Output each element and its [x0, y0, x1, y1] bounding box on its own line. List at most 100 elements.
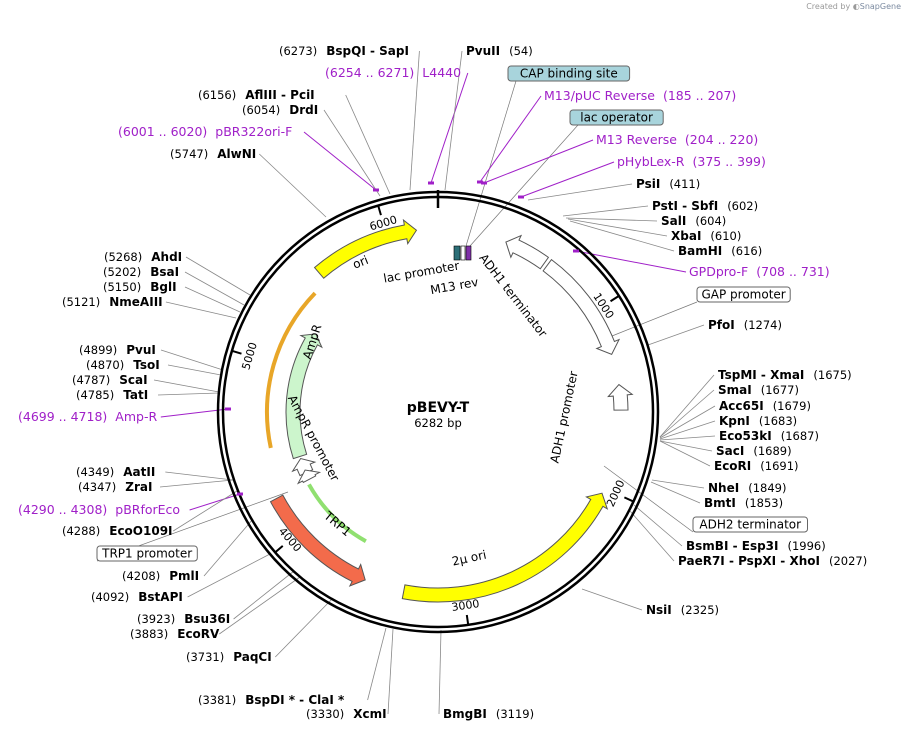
- primer-range: (4290 .. 4308): [18, 502, 107, 517]
- primer-name: M13 Reverse: [596, 132, 677, 147]
- site-leader: [387, 628, 394, 715]
- feature-arrow-trp1: [269, 494, 366, 587]
- primer-leader: [479, 95, 542, 183]
- site-leader: [187, 553, 271, 598]
- feature-arrow-ampr-promoter: [291, 457, 317, 477]
- primer-label-amp-r: (4699 .. 4718) Amp-R: [18, 409, 157, 424]
- trp1-highlight-arc: [307, 483, 367, 543]
- site-name: BstAPI: [138, 590, 183, 604]
- feature-arrow-ori: [313, 218, 418, 279]
- site-label-bsai: (5202)BsaI: [103, 265, 179, 279]
- site-leader: [157, 392, 220, 396]
- credit-brand: SnapGene: [859, 2, 901, 11]
- site-leader-lines: [96, 50, 716, 715]
- site-position: (1675): [813, 368, 851, 382]
- feature-box-label-adh2-terminator: ADH2 terminator: [699, 518, 801, 532]
- feature-box-lac-operator: [569, 109, 664, 126]
- site-name: AflIII - PciI: [245, 88, 314, 102]
- credit-prefix: Created by: [806, 2, 851, 11]
- feature-arrow-adh1-terminator: [505, 234, 550, 270]
- site-name: PmlI: [169, 569, 199, 583]
- site-name: XbaI: [671, 229, 701, 243]
- site-leader: [233, 570, 295, 620]
- site-name: Bsu36I: [184, 612, 230, 626]
- ruler-tick: [465, 614, 470, 626]
- feature-box-label-cap-binding-site: CAP binding site: [520, 67, 618, 81]
- site-leader: [167, 364, 222, 376]
- feature-label-trp1: TRP1: [321, 508, 354, 539]
- site-label-bspdi-clai: (3381)BspDI * - ClaI *: [198, 693, 345, 707]
- site-position: (4787): [72, 373, 110, 387]
- site-name: DrdI: [289, 103, 318, 117]
- site-leader: [629, 510, 675, 562]
- snapgene-credit: Created by ◐SnapGene: [806, 2, 901, 11]
- site-label-tati: (4785) TatI: [76, 388, 148, 402]
- site-leader: [203, 518, 254, 577]
- primer-label-pbr322ori-f: (6001 .. 6020)pBR322ori-F: [118, 124, 292, 139]
- feature-arrow-adh2-terminator: [607, 383, 634, 411]
- site-label-bamhi: BamHI(616): [678, 244, 762, 258]
- feature-arrow-ampr: [285, 333, 323, 460]
- site-name: PvuII: [466, 44, 500, 58]
- feature-box-adh2-terminator: [692, 516, 808, 533]
- primer-range: (4699 .. 4718): [18, 409, 107, 424]
- site-position: (6054): [242, 103, 280, 117]
- ruler-tick: [231, 349, 242, 355]
- site-position: (1689): [753, 444, 791, 458]
- ruler-tick: [377, 205, 382, 216]
- site-name: BsmBI - Esp3I: [686, 539, 778, 553]
- primer-name: Amp-R: [115, 409, 157, 424]
- site-name: BspDI * - ClaI *: [245, 693, 345, 707]
- site-name: BmgBI: [443, 707, 487, 721]
- boxed-feature-leader: [469, 124, 579, 247]
- site-leader: [345, 94, 391, 195]
- site-label-xbai: XbaI(610): [671, 229, 741, 243]
- site-leader: [160, 349, 224, 371]
- site-position: (5268): [104, 250, 142, 264]
- primer-range: (204 .. 220): [685, 132, 758, 147]
- site-position: (6273): [279, 44, 317, 58]
- site-name: SacI: [716, 444, 744, 458]
- site-label-xcmi: (3330)XcmI: [306, 707, 387, 721]
- site-position: (4899): [79, 343, 117, 357]
- site-name: NheI: [708, 481, 739, 495]
- primer-mark: [428, 181, 434, 185]
- site-name: BsaI: [150, 265, 179, 279]
- site-leader: [659, 440, 713, 452]
- site-label-nmeaiii: (5121)NmeAIII: [62, 295, 163, 309]
- site-position: (4785): [76, 388, 114, 402]
- feature-arrow-adh1-promoter: [542, 258, 621, 355]
- primer-range: (375 .. 399): [692, 154, 765, 169]
- site-label-bmgbi: BmgBI(3119): [443, 707, 534, 721]
- site-position: (1853): [745, 496, 783, 510]
- site-name: Eco53kI: [719, 429, 772, 443]
- primer-label-m13-puc-reverse: M13/pUC Reverse(185 .. 207): [544, 88, 736, 103]
- primer-mark: [518, 195, 524, 199]
- site-name: ZraI: [125, 480, 152, 494]
- site-name: SmaI: [718, 383, 752, 397]
- site-position: (3330): [306, 707, 344, 721]
- feature-label-adh1-promoter: ADH1 promoter: [548, 370, 581, 465]
- site-leader: [647, 324, 705, 346]
- site-label-eco53ki: Eco53kI(1687): [719, 429, 819, 443]
- site-name: TatI: [123, 388, 148, 402]
- site-label-paer7i-pspxi-xhoi: PaeR7I - PspXI - XhoI(2027): [678, 554, 867, 568]
- site-label-bmti: BmtI (1853): [704, 496, 783, 510]
- site-leader: [650, 481, 701, 504]
- site-label-scai: (4787)ScaI: [72, 373, 148, 387]
- site-name: NsiI: [646, 603, 672, 617]
- site-leader: [259, 153, 327, 218]
- feature-box-trp1-promoter: [96, 545, 198, 562]
- site-name: BmtI: [704, 496, 736, 510]
- site-position: (3883): [130, 627, 168, 641]
- site-label-bstapi: (4092)BstAPI: [91, 590, 183, 604]
- site-name: AlwNI: [217, 147, 256, 161]
- site-label-saci: SacI (1689): [716, 444, 792, 458]
- plasmid-name: pBEVY-T: [407, 400, 470, 416]
- primer-name: GPDpro-F: [689, 264, 748, 279]
- site-label-nsii: NsiI(2325): [646, 603, 719, 617]
- site-label-pvuii: PvuII(54): [466, 44, 533, 58]
- site-name: Acc65I: [719, 399, 764, 413]
- ruler-tick: [623, 496, 634, 503]
- site-leader: [567, 218, 668, 237]
